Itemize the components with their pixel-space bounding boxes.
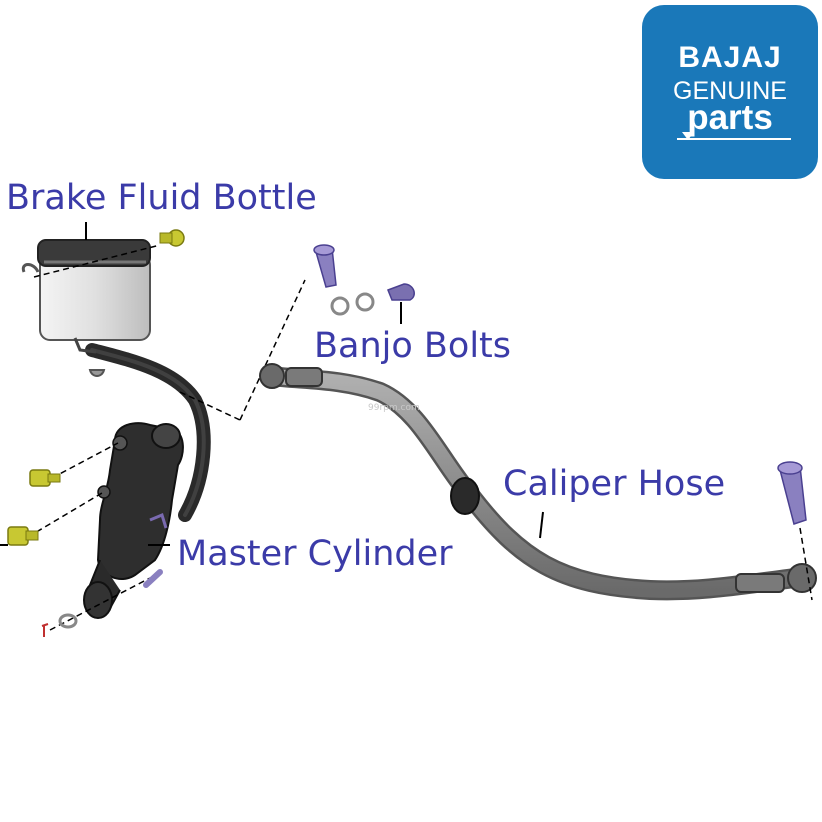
brake-fluid-bottle-label: Brake Fluid Bottle: [6, 178, 317, 218]
logo-parts: parts: [687, 98, 773, 137]
bottle-screw: [33, 229, 185, 278]
caliper-hose: [259, 363, 817, 601]
brake-fluid-bottle: [21, 222, 211, 522]
pushrod-parts: [41, 569, 163, 637]
banjo-bolts: [313, 244, 415, 324]
watermark-text: 99rpm.com: [368, 403, 420, 413]
logo-genuine: GENUINE: [673, 77, 787, 105]
logo-tick-icon: [682, 132, 694, 140]
logo-underline: [677, 138, 791, 140]
caliper-hose-label: Caliper Hose: [503, 464, 726, 504]
caliper-banjo-bolt: [777, 461, 813, 601]
bottle-body: [39, 254, 151, 341]
bajaj-genuine-parts-logo: BAJAJ GENUINE parts: [642, 5, 818, 179]
master-cylinder-label: Master Cylinder: [177, 534, 453, 574]
master-cylinder-bolts: [0, 442, 119, 546]
bottle-cap: [37, 239, 151, 267]
master-cylinder: [83, 422, 184, 619]
banjo-bolts-label: Banjo Bolts: [314, 326, 512, 366]
logo-brand: BAJAJ: [678, 41, 782, 74]
